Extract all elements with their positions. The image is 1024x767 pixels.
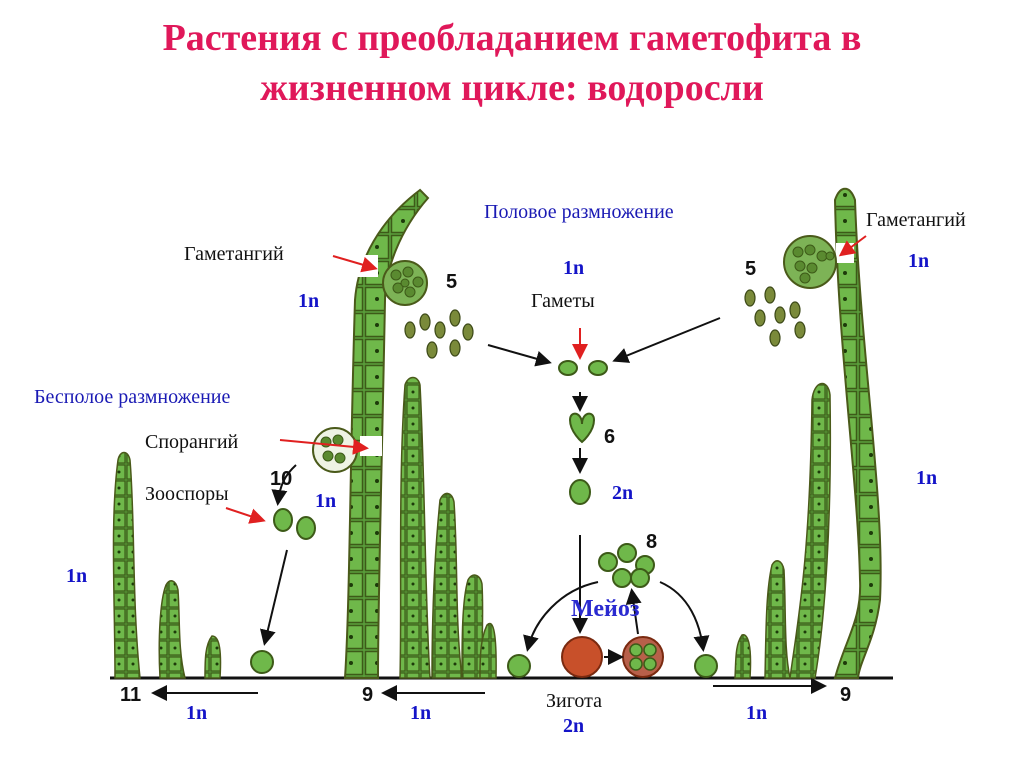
zygote: [561, 636, 603, 678]
stage-8: 8: [646, 531, 658, 553]
ploidy-right-mid: 1n: [916, 467, 938, 489]
ploidy-far-left: 1n: [66, 565, 88, 587]
title-line-1: Растения с преобладанием гаметофита в: [162, 17, 862, 59]
ploidy-left-filament: 1n: [298, 290, 320, 312]
stage-10: 10: [270, 468, 293, 490]
germling-right: [694, 654, 718, 678]
ploidy-bottom-right: 1n: [746, 702, 768, 724]
ploidy-zygote: 2n: [563, 715, 585, 737]
stage-5-right: 5: [745, 258, 757, 280]
stage-11: 11: [120, 684, 142, 706]
ploidy-right-top: 1n: [908, 250, 930, 272]
small-filaments: [112, 376, 832, 679]
stage-8-cells: [598, 543, 655, 588]
gametes-right: [744, 286, 806, 347]
gametes-label: Гаметы: [531, 290, 595, 312]
germling-zoospore: [250, 650, 274, 674]
sporangium-label: Спорангий: [145, 431, 239, 453]
stage-9-left: 9: [362, 684, 374, 706]
zoospores: [273, 508, 316, 540]
ploidy-2n-cell: 2n: [612, 482, 634, 504]
stage-9-right: 9: [840, 684, 852, 706]
title-line-2: жизненном цикле: водоросли: [260, 67, 764, 109]
sexual-reproduction-label: Половое размножение: [484, 201, 674, 223]
ploidy-gametes: 1n: [563, 257, 585, 279]
stage-2n-cell: [569, 479, 591, 505]
right-main-filament: [783, 187, 882, 679]
gametes-left: [404, 309, 474, 359]
zygote-label: Зигота: [546, 690, 603, 712]
ploidy-zoospores: 1n: [315, 490, 337, 512]
gametangium-left-label: Гаметангий: [184, 243, 284, 265]
fusing-gametes: [558, 360, 608, 376]
germling-left: [507, 654, 531, 678]
gametangium-right-label: Гаметангий: [866, 209, 966, 231]
meiosis-cell: [622, 636, 664, 678]
meiosis-label: Мейоз: [571, 596, 640, 622]
ploidy-bottom-mid: 1n: [410, 702, 432, 724]
zoospores-label: Зооспоры: [145, 483, 229, 505]
stage-6-cell: [568, 412, 596, 444]
label-arrows: [225, 235, 867, 524]
cycle-arrows: [151, 317, 827, 701]
ploidy-bottom-left: 1n: [186, 702, 208, 724]
asexual-reproduction-label: Бесполое размножение: [34, 386, 231, 408]
stage-6: 6: [604, 426, 616, 448]
stage-5-left: 5: [446, 271, 458, 293]
